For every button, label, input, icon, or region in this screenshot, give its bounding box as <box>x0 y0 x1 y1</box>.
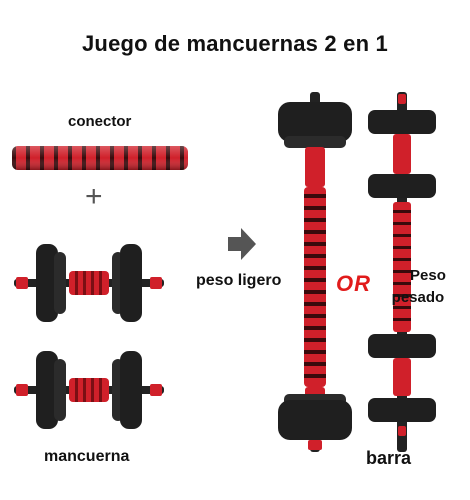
heavy-weight-label: Peso pesado <box>392 265 446 309</box>
heavy-barbell-image <box>368 92 436 452</box>
arrow-right-icon <box>228 228 256 260</box>
light-barbell-image <box>278 92 352 452</box>
page-title: Juego de mancuernas 2 en 1 <box>82 31 388 56</box>
or-label: OR <box>336 271 371 296</box>
barbell-label: barra <box>366 448 412 468</box>
heavy-weight-label-line1: Peso <box>410 267 446 284</box>
dumbbell-image-2 <box>14 351 164 429</box>
light-weight-label: peso ligero <box>196 272 282 289</box>
plus-sign: + <box>85 180 103 213</box>
dumbbell-label: mancuerna <box>44 448 130 465</box>
dumbbell-image <box>14 244 164 322</box>
connector-label: conector <box>68 113 132 130</box>
connector-bar-image <box>12 146 188 170</box>
heavy-weight-label-line2: pesado <box>391 289 445 306</box>
